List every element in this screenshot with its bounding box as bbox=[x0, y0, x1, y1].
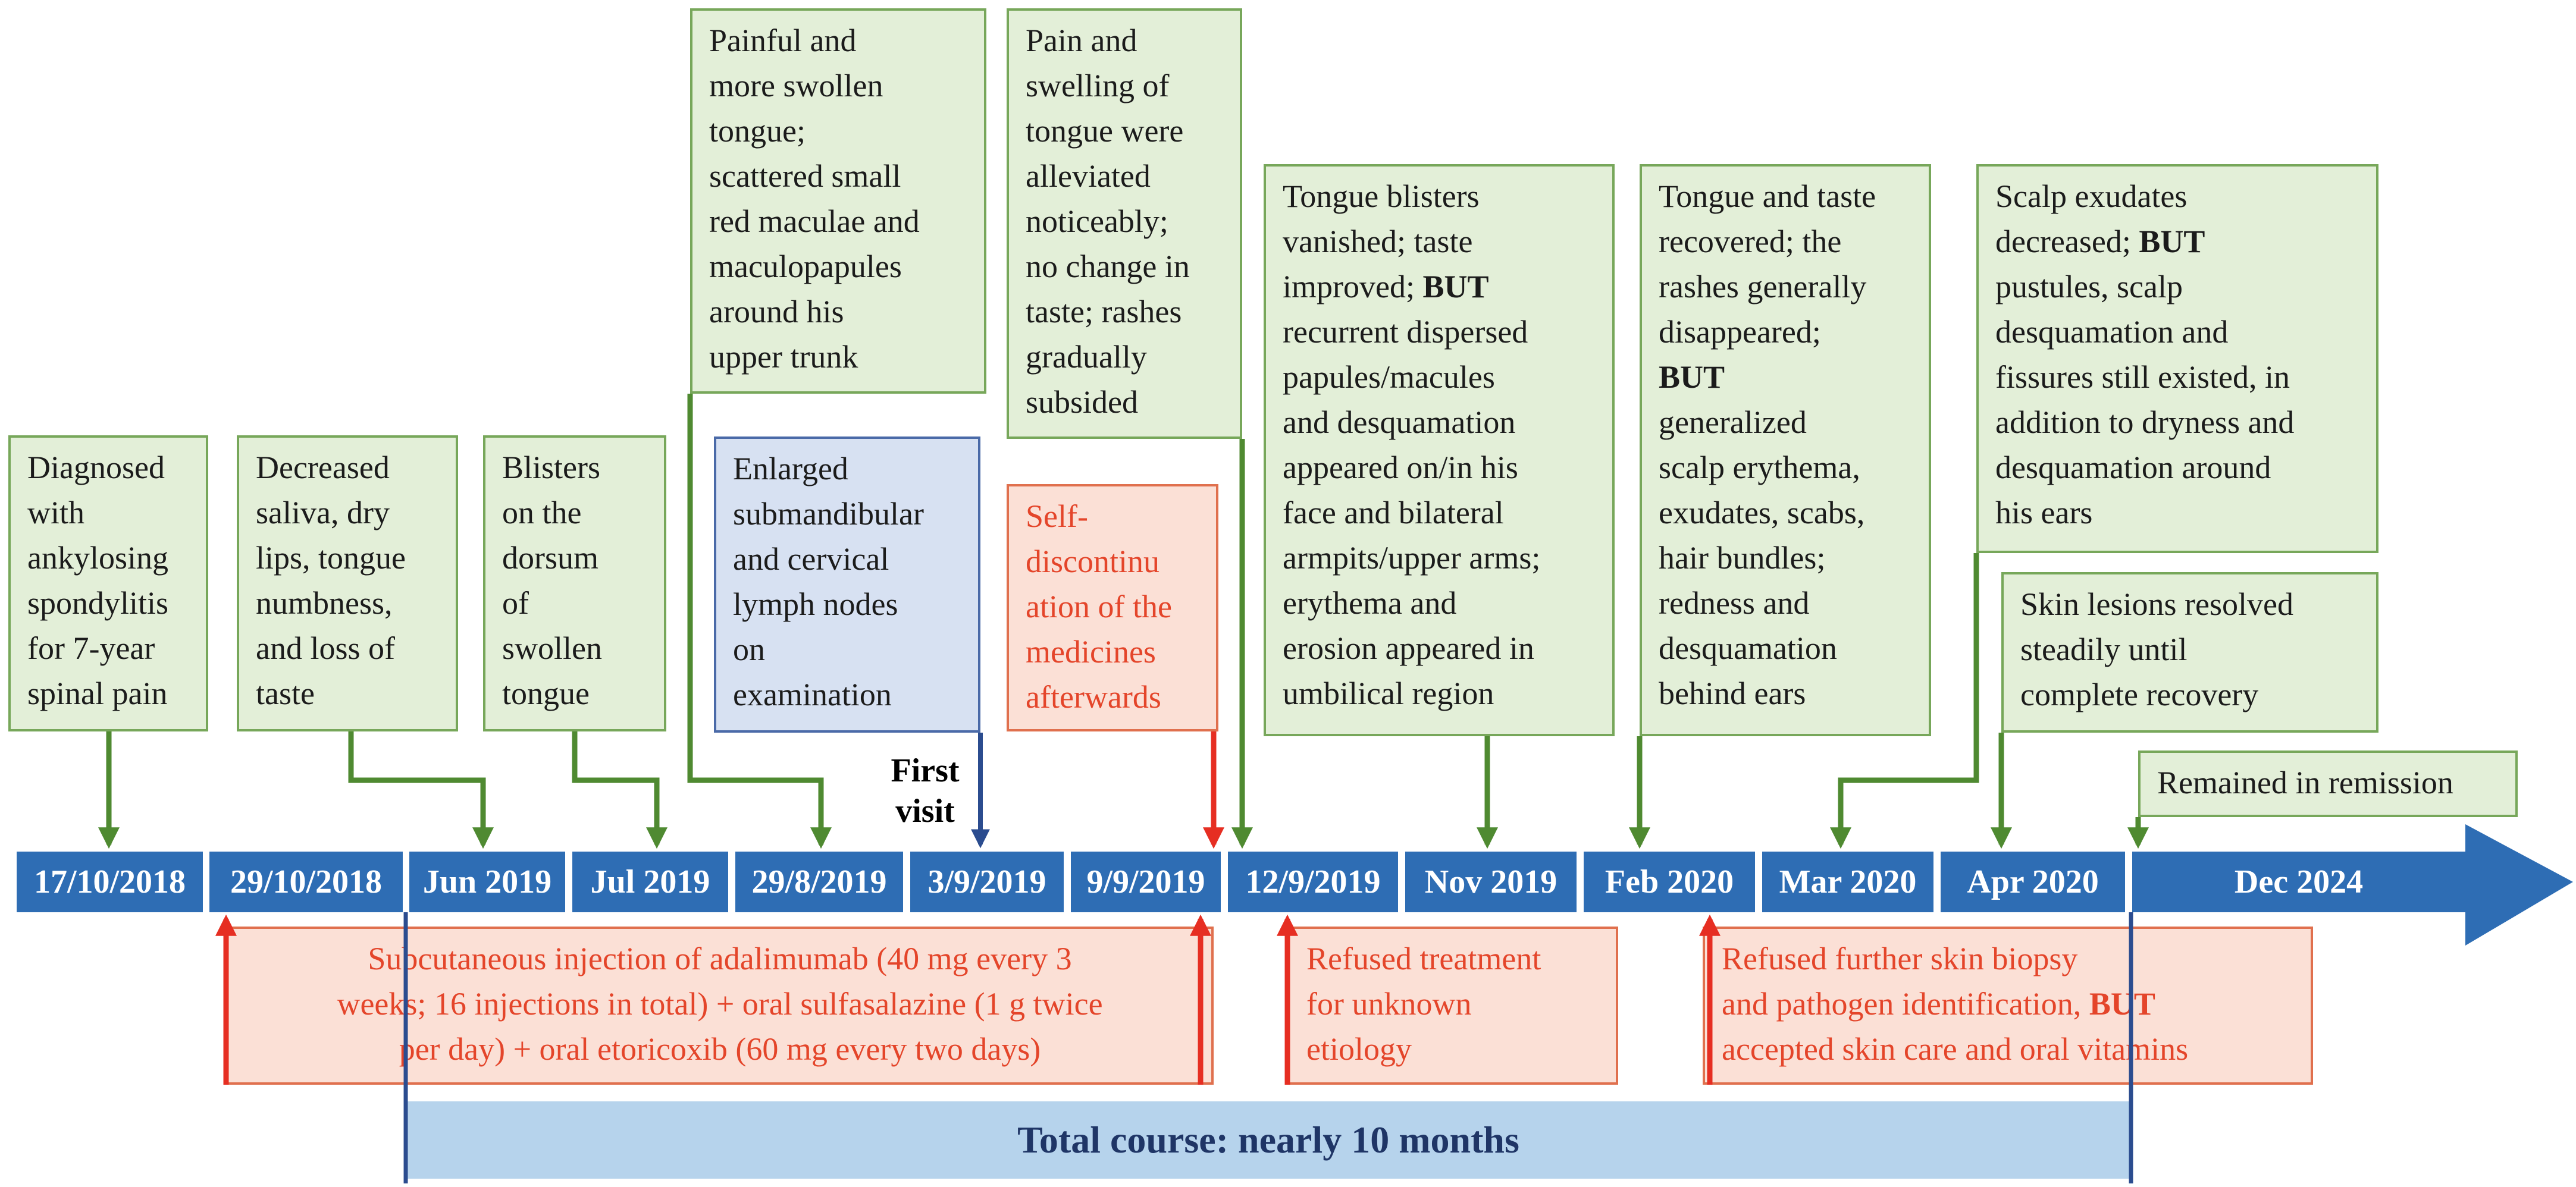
box-text: Refused further skin biopsy and pathogen… bbox=[1722, 941, 2082, 1022]
event-box-self-discontinuation: Self- discontinu ation of the medicines … bbox=[1007, 484, 1218, 731]
event-box-decreased-saliva: Decreased saliva, dry lips, tongue numbn… bbox=[237, 435, 458, 731]
timeline-date: 9/9/2019 bbox=[1071, 852, 1221, 912]
event-box-pain-alleviated: Pain and swelling of tongue were allevia… bbox=[1007, 8, 1242, 439]
treatment-box-refused-biopsy: Refused further skin biopsy and pathogen… bbox=[1703, 927, 2313, 1085]
timeline-date: 3/9/2019 bbox=[910, 852, 1064, 912]
event-box-painful-tongue: Painful and more swollen tongue; scatter… bbox=[690, 8, 986, 394]
box-text: accepted skin care and oral vitamins bbox=[1722, 1031, 2188, 1067]
event-box-lymph-nodes: Enlarged submandibular and cervical lymp… bbox=[714, 437, 980, 733]
event-box-taste-recovered: Tongue and taste recovered; the rashes g… bbox=[1640, 164, 1931, 736]
total-course-bar: Total course: nearly 10 months bbox=[406, 1101, 2131, 1179]
box-text: Tongue blisters vanished; taste improved… bbox=[1283, 178, 1480, 304]
emphasis-but: BUT bbox=[1422, 269, 1489, 304]
timeline-date: Dec 2024 bbox=[2132, 852, 2465, 912]
box-text: generalized scalp erythema, exudates, sc… bbox=[1659, 404, 1865, 711]
event-box-skin-lesions-resolved: Skin lesions resolved steadily until com… bbox=[2001, 572, 2378, 733]
event-box-blisters: Blisters on the dorsum of swollen tongue bbox=[483, 435, 666, 731]
emphasis-but: BUT bbox=[2139, 224, 2205, 259]
connector-painful-tongue bbox=[687, 394, 832, 849]
box-text: Tongue and taste recovered; the rashes g… bbox=[1659, 178, 1876, 350]
box-text: pustules, scalp desquamation and fissure… bbox=[1995, 269, 2295, 530]
timeline-date: Apr 2020 bbox=[1941, 852, 2125, 912]
timeline-date: Nov 2019 bbox=[1405, 852, 1577, 912]
box-text: recurrent dispersed papules/macules and … bbox=[1283, 314, 1541, 711]
connector-blisters bbox=[572, 731, 667, 849]
event-box-scalp-exudates: Scalp exudates decreased; BUT pustules, … bbox=[1976, 164, 2378, 553]
timeline-date: 29/8/2019 bbox=[735, 852, 903, 912]
emphasis-but: BUT bbox=[2089, 986, 2155, 1022]
event-box-diagnosis: Diagnosed with ankylosing spondylitis fo… bbox=[8, 435, 208, 731]
first-visit-label: First visit bbox=[891, 752, 960, 830]
timeline-date: Mar 2020 bbox=[1762, 852, 1933, 912]
timeline-date: Jun 2019 bbox=[409, 852, 565, 912]
box-text: Scalp exudates decreased; bbox=[1995, 178, 2188, 259]
timeline-date: 12/9/2019 bbox=[1228, 852, 1398, 912]
treatment-box-adalimumab: Subcutaneous injection of adalimumab (40… bbox=[226, 927, 1214, 1085]
timeline-date: 17/10/2018 bbox=[17, 852, 203, 912]
connector-decreased-saliva bbox=[348, 731, 494, 849]
event-box-remission: Remained in remission bbox=[2138, 750, 2518, 817]
treatment-box-refused: Refused treatment for unknown etiology bbox=[1287, 927, 1618, 1085]
timeline-date: Jul 2019 bbox=[572, 852, 728, 912]
timeline-arrow-head bbox=[2465, 824, 2573, 946]
event-box-tongue-blisters-vanished: Tongue blisters vanished; taste improved… bbox=[1264, 164, 1615, 736]
emphasis-but: BUT bbox=[1659, 359, 1725, 395]
timeline-date: Feb 2020 bbox=[1584, 852, 1755, 912]
timeline-date: 29/10/2018 bbox=[209, 852, 403, 912]
connector-scalp-exudates bbox=[1830, 553, 1979, 849]
